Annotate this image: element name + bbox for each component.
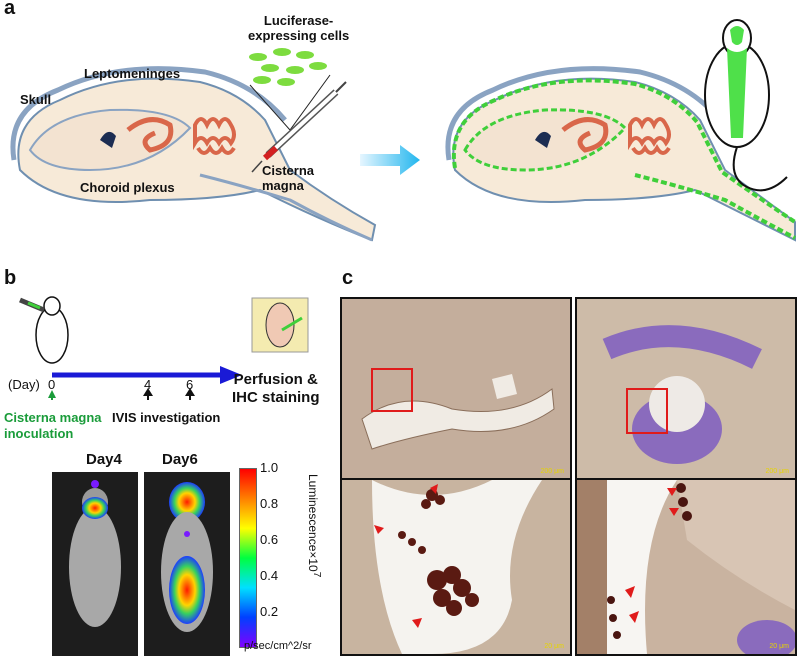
ivis-day6-mouse [161, 482, 213, 632]
micrograph-top-right: 200 μm [575, 297, 797, 481]
timeline-day-label: (Day) [8, 377, 40, 392]
perfusion-line2: IHC staining [232, 389, 320, 406]
mouse-spinal-spread-icon [704, 19, 788, 192]
micrograph-top-left: 200 μm [340, 297, 572, 481]
colorbar-tick: 0.2 [260, 604, 279, 619]
image-title-day4: Day4 [86, 451, 122, 468]
ivis-day4-mouse [69, 480, 121, 627]
colorbar-title-text: Luminescence×10 [306, 474, 320, 572]
label-cisterna-line1: Cisterna [262, 163, 315, 178]
colorbar-tick: 0.6 [260, 532, 279, 547]
label-luciferase-cells: Luciferase- expressing cells [248, 13, 349, 43]
perfusion-mouse-icon [251, 297, 309, 353]
ivis-images [52, 472, 230, 656]
timeline-day-4: 4 [144, 377, 152, 392]
label-cisterna-magna: Cisterna magna [262, 163, 314, 193]
roi-box [371, 368, 413, 412]
timeline-day-6: 6 [186, 377, 194, 392]
roi-box [626, 388, 668, 434]
scalebar-text: 20 μm [544, 643, 564, 650]
label-cisterna-line2: magna [262, 178, 304, 193]
colorbar-exponent: 7 [311, 571, 322, 578]
luminescence-colorbar [239, 468, 257, 648]
panel-a-illustration [10, 19, 797, 242]
label-cells-line2: expressing cells [248, 28, 350, 43]
perfusion-line1: Perfusion & [233, 371, 318, 388]
panel-letter-b: b [4, 267, 17, 289]
syringe-icon [249, 74, 347, 173]
colorbar-ticks: 1.0 0.8 0.6 0.4 0.2 [260, 460, 290, 650]
panel-letter-a: a [4, 0, 16, 19]
label-perfusion: Perfusion & IHC staining [232, 371, 320, 407]
inoculation-line1: Cisterna magna [4, 410, 102, 425]
panel-letter-c: c [342, 267, 354, 289]
micrograph-bottom-right: 20 μm [575, 478, 797, 656]
colorbar-title: Luminescence×107 [302, 470, 322, 620]
colorbar-unit: p/sec/cm^2/sr [244, 640, 312, 652]
colorbar-tick: 1.0 [260, 460, 279, 475]
left-brain-diagram [10, 66, 377, 242]
label-cisterna-inoculation: Cisterna magna inoculation [4, 410, 102, 442]
colorbar-tick: 0.8 [260, 496, 279, 511]
label-choroid-plexus: Choroid plexus [80, 180, 175, 195]
scalebar-text: 20 μm [769, 643, 789, 650]
transition-arrow-icon [360, 145, 420, 175]
scalebar-text: 200 μm [765, 468, 790, 475]
panel-b-timeline [19, 296, 309, 400]
label-skull: Skull [20, 92, 52, 107]
label-leptomeninges: Leptomeninges [84, 66, 181, 81]
colorbar-tick: 0.4 [260, 568, 279, 583]
mouse-inoculation-icon [19, 296, 69, 364]
timeline-day-0: 0 [48, 377, 56, 392]
label-cells-line1: Luciferase- [263, 13, 334, 28]
luciferase-cells [249, 48, 327, 86]
scalebar-text: 200 μm [540, 468, 565, 475]
image-title-day6: Day6 [162, 451, 198, 468]
right-brain-diagram [445, 66, 797, 242]
inoculation-line2: inoculation [4, 426, 74, 441]
label-ivis: IVIS investigation [112, 410, 221, 425]
micrograph-bottom-left: 20 μm [340, 478, 572, 656]
